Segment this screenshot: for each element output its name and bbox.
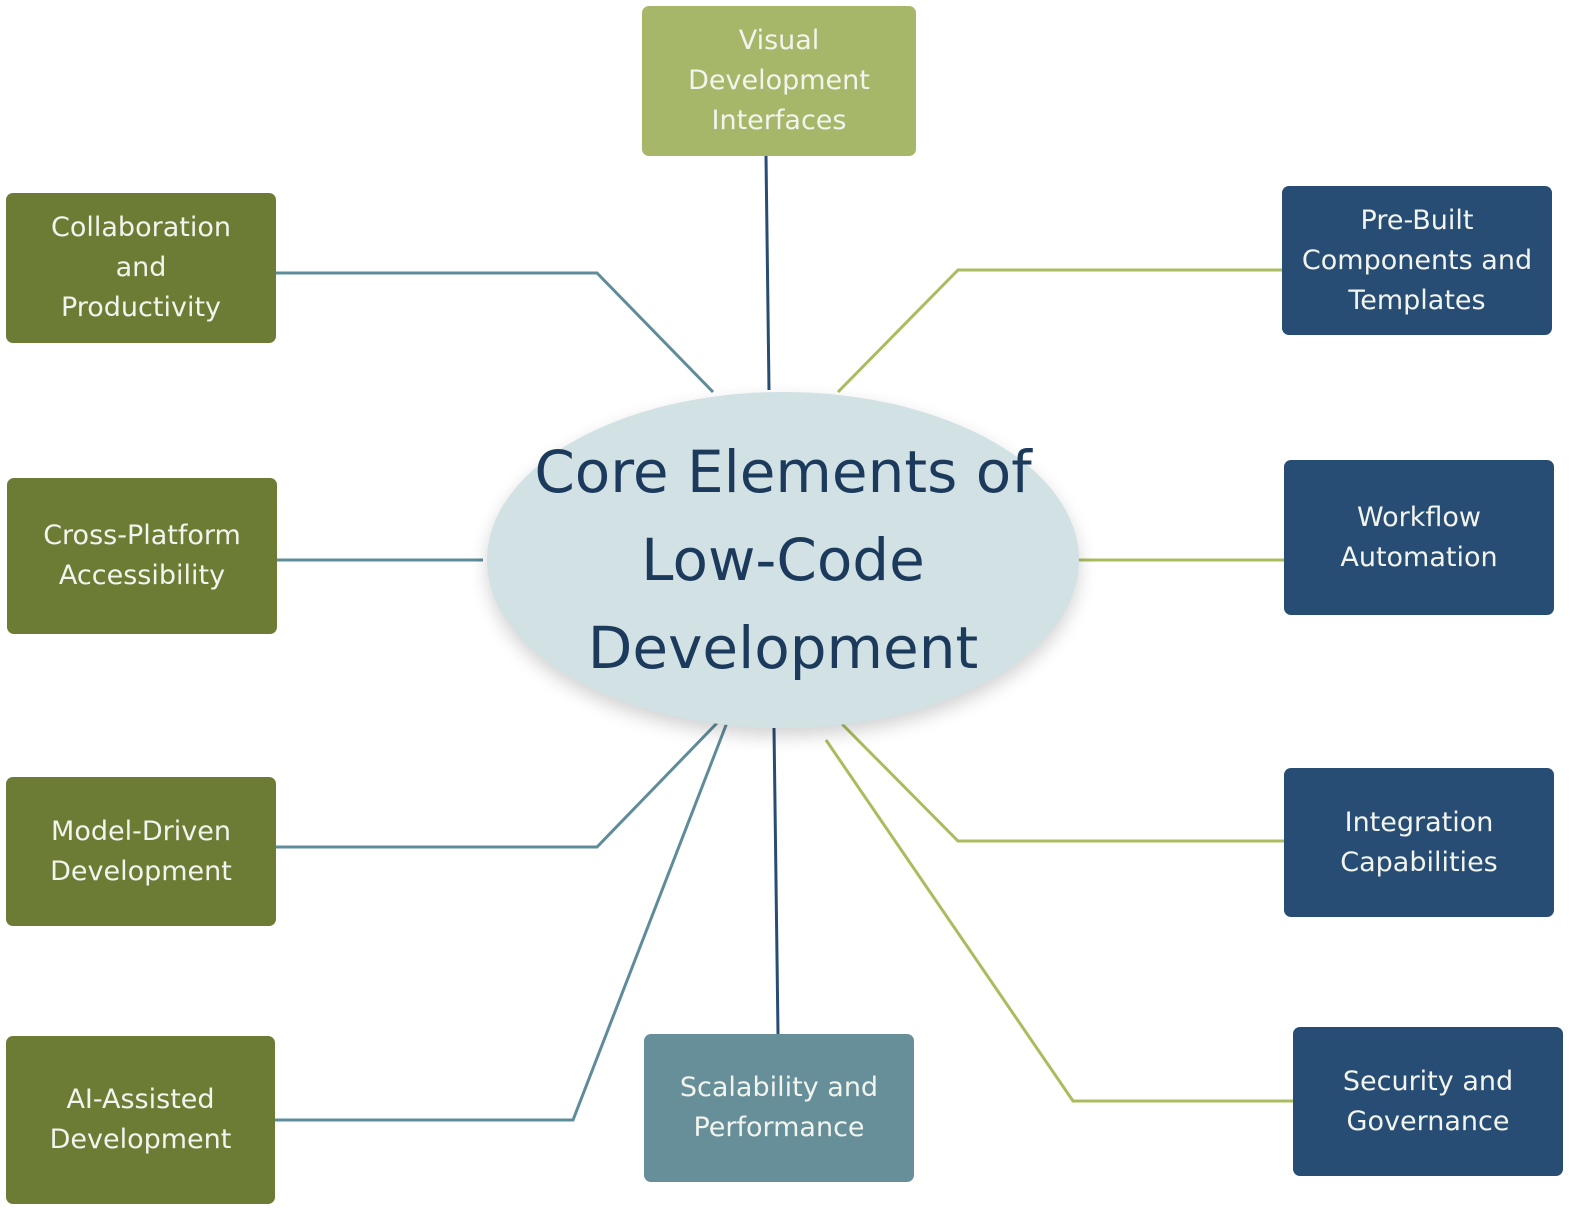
node-visual-development-interfaces[interactable]: Visual Development Interfaces xyxy=(642,6,916,156)
connector-model-driven-development xyxy=(276,720,720,849)
node-pre-built-components-and-templates[interactable]: Pre-Built Components and Templates xyxy=(1282,186,1552,335)
connector-ai-assisted-development xyxy=(275,719,730,1122)
node-cross-platform-accessibility[interactable]: Cross-Platform Accessibility xyxy=(7,478,277,634)
connector-visual-development-interfaces xyxy=(764,155,771,391)
central-topic[interactable]: Core Elements of Low-Code Development xyxy=(487,392,1079,728)
node-collaboration-and-productivity[interactable]: Collaboration and Productivity xyxy=(6,193,276,343)
connector-collaboration-and-productivity xyxy=(276,271,715,394)
node-integration-capabilities[interactable]: Integration Capabilities xyxy=(1284,768,1554,917)
node-model-driven-development[interactable]: Model-Driven Development xyxy=(6,777,276,926)
node-security-and-governance[interactable]: Security and Governance xyxy=(1293,1027,1563,1176)
node-ai-assisted-development[interactable]: AI-Assisted Development xyxy=(6,1036,275,1204)
connector-security-and-governance xyxy=(824,739,1293,1103)
connector-pre-built-components-and-templates xyxy=(836,268,1282,394)
connector-scalability-and-performance xyxy=(772,727,780,1035)
node-scalability-and-performance[interactable]: Scalability and Performance xyxy=(644,1034,914,1182)
node-workflow-automation[interactable]: Workflow Automation xyxy=(1284,460,1554,615)
connector-integration-capabilities xyxy=(840,722,1284,843)
